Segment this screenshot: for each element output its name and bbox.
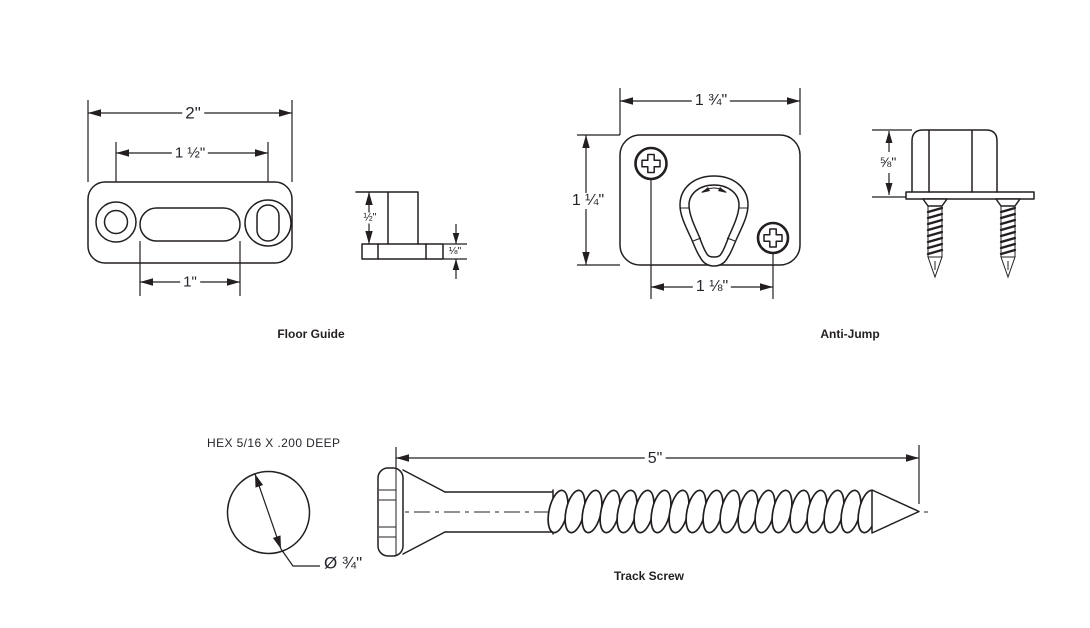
anti-jump-front-view: [577, 88, 801, 299]
dim-track-screw-length: 5": [644, 451, 666, 467]
floor-guide-left-hole: [95, 201, 137, 243]
track-screw-label: Track Screw: [613, 569, 685, 583]
dim-floor-guide-overall-width: 2": [182, 104, 204, 122]
anti-jump-screw: [921, 197, 949, 279]
floor-guide-slot: [139, 207, 241, 242]
track-screw-drawing: [377, 445, 928, 557]
dim-floor-guide-height: ½": [360, 212, 380, 224]
track-screw-hex-note: HEX 5/16 X .200 DEEP: [207, 436, 341, 450]
dim-anti-jump-overall-height: 1 ¼": [568, 193, 608, 209]
track-screw-head: [377, 467, 404, 557]
anti-jump-keyhole: [679, 175, 749, 267]
dim-floor-guide-base-thickness: ⅛": [445, 246, 465, 257]
floor-guide-right-hole: [244, 199, 292, 247]
phillips-screw-icon: [756, 221, 790, 255]
floor-guide-plate: [87, 181, 293, 264]
dim-floor-guide-slot-length: 1": [180, 274, 200, 290]
track-screw-head-detail: [226, 470, 320, 567]
dim-anti-jump-overall-width: 1 ¾": [691, 93, 731, 109]
track-screw-tip: [871, 489, 920, 534]
floor-guide-top-view: [87, 100, 293, 296]
dim-track-screw-head-diameter: Ø ¾": [324, 553, 363, 573]
dim-anti-jump-body-height: ⅝": [876, 155, 900, 169]
anti-jump-label: Anti-Jump: [820, 327, 880, 341]
track-screw-threads: [547, 489, 879, 534]
phillips-screw-icon: [634, 146, 668, 181]
dim-floor-guide-hole-spacing: 1 ½": [171, 145, 209, 161]
anti-jump-side-view: [872, 129, 1035, 279]
diameter-leader-line: [280, 548, 320, 567]
floor-guide-label: Floor Guide: [277, 327, 345, 341]
floor-guide-side-view: [355, 191, 467, 279]
dim-anti-jump-screw-spacing: 1 ⅛": [692, 279, 732, 295]
anti-jump-screw: [994, 197, 1022, 279]
